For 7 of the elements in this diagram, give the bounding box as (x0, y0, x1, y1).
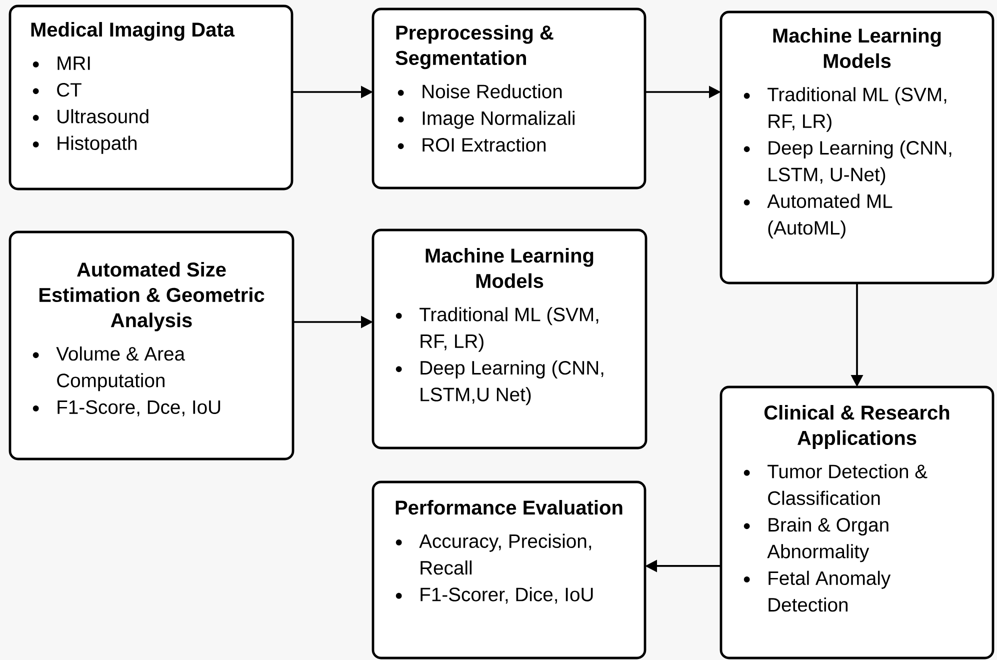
process-box: Preprocessing & Segmentation Noise Reduction Image Normalizali ROI Extraction (372, 8, 646, 190)
process-box: Machine Learning Models Traditional ML (SVM, RF, LR) Deep Learning (CNN, LSTM,U Net) (372, 228, 648, 450)
process-box: Machine Learning Models Traditional ML (SVM, RF, LR) Deep Learning (CNN, LSTM, U-Net) Automated ML (AutoML) (720, 10, 994, 284)
process-box: Clinical & Research Applications Tumor Detection & Classification Brain & Organ Abnormality Fetal Anomaly Detection (720, 386, 994, 660)
process-box: Medical Imaging Data MRI CT Ultrasound Histopath (8, 4, 294, 190)
process-box: Performance Evaluation Accuracy, Precision, Recall F1-Scorer, Dice, IoU (372, 480, 646, 660)
process-box: Automated Size Estimation & Geometric Analysis Volume & Area Computation F1-Score, Dce, IoU (8, 230, 294, 460)
